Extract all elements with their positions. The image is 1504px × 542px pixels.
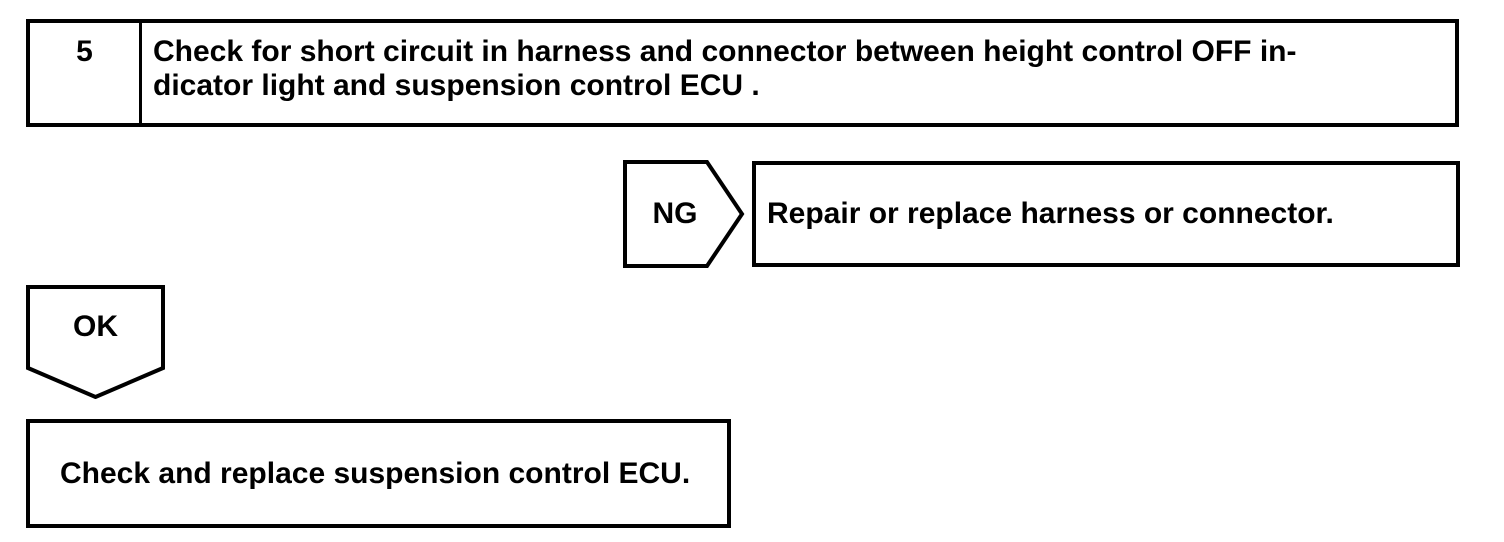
ok-branch-connector: OK xyxy=(26,285,165,399)
step-instruction-line-1: Check for short circuit in harness and c… xyxy=(153,35,1297,68)
ng-branch-connector: NG xyxy=(623,160,745,268)
ok-arrow-icon xyxy=(26,285,165,399)
ng-action-box: Repair or replace harness or connector. xyxy=(752,161,1460,267)
ok-label: OK xyxy=(73,310,118,343)
ng-label: NG xyxy=(652,197,698,230)
step-number: 5 xyxy=(30,23,142,123)
ng-action-text: Repair or replace harness or connector. xyxy=(767,197,1334,230)
ok-action-box: Check and replace suspension control ECU… xyxy=(26,419,731,528)
step-instruction-line-2: dicator light and suspension control ECU… xyxy=(153,69,760,102)
step-box: 5 Check for short circuit in harness and… xyxy=(26,19,1459,127)
ng-arrow-icon xyxy=(623,160,745,268)
step-instruction: Check for short circuit in harness and c… xyxy=(142,23,1455,123)
ok-action-text: Check and replace suspension control ECU… xyxy=(60,456,691,490)
